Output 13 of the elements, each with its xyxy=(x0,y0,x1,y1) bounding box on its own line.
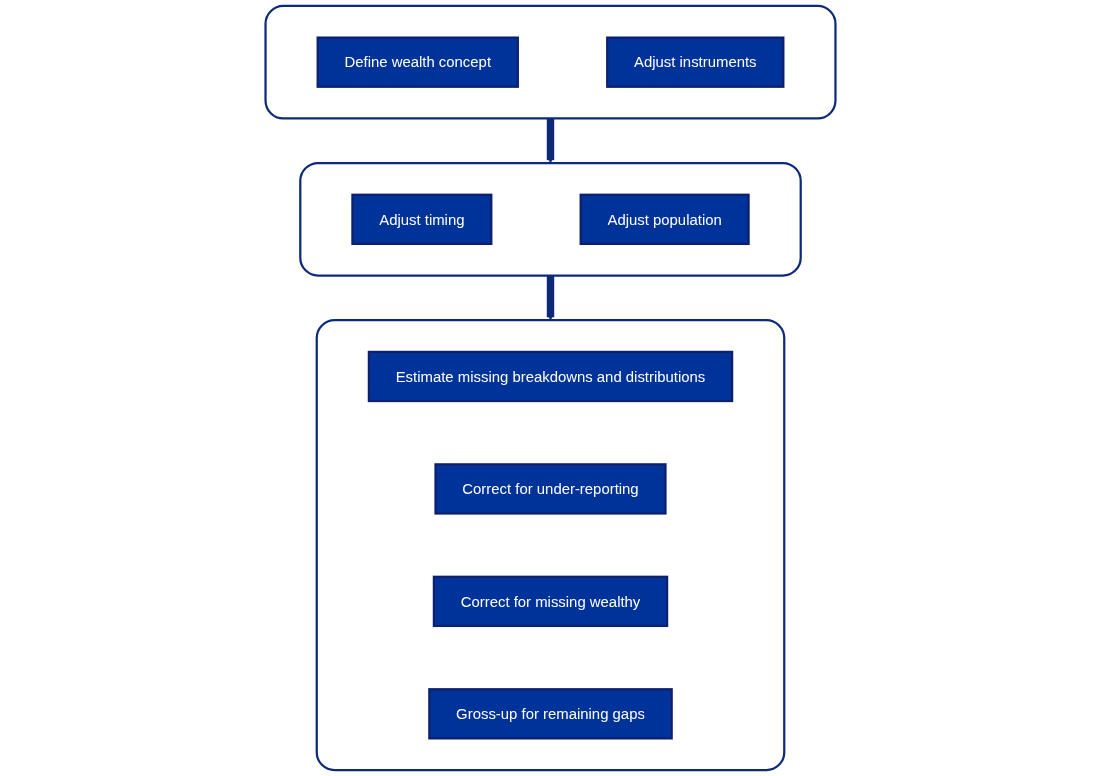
node-box: Correct for missing wealthy xyxy=(432,575,669,628)
node-box: Correct for under-reporting xyxy=(434,463,667,515)
node-box: Define wealth concept xyxy=(316,36,519,88)
cluster xyxy=(315,319,786,772)
node-box: Gross-up for remaining gaps xyxy=(428,688,673,740)
node-box: Adjust population xyxy=(579,193,750,245)
node-box: Adjust instruments xyxy=(606,36,785,88)
cluster xyxy=(264,4,837,120)
node-box: Adjust timing xyxy=(351,193,493,245)
arrow xyxy=(546,118,555,164)
cluster xyxy=(299,161,802,277)
node-box: Estimate missing breakdowns and distributions xyxy=(367,350,734,403)
arrow xyxy=(546,275,555,321)
